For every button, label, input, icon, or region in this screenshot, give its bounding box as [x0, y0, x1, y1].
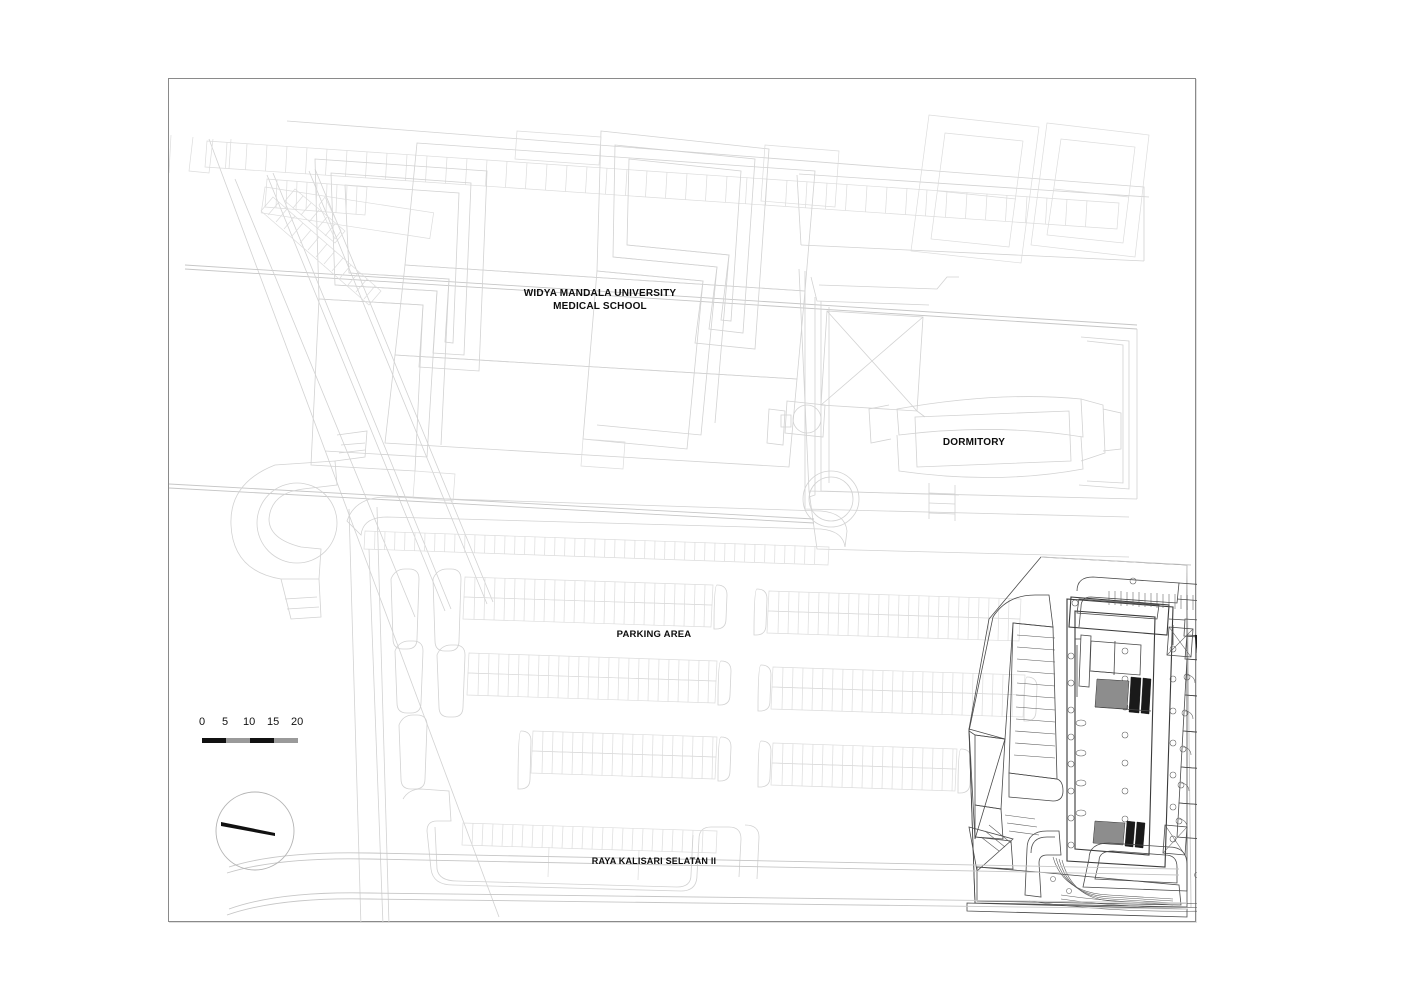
label-road-name: RAYA KALISARI SELATAN II	[591, 856, 717, 866]
angled-stall-hatch-left2	[284, 188, 346, 244]
north-arrow	[215, 791, 295, 871]
scale-segment-0	[202, 738, 226, 743]
label-parking-area: PARKING AREA	[616, 629, 692, 640]
hospital-complex	[966, 556, 1197, 918]
scale-tick-10: 10	[243, 716, 256, 728]
sport-courts	[910, 114, 1150, 264]
scale-segment-1	[226, 738, 250, 743]
north-arrow-circle	[215, 791, 295, 871]
scale-segment-2	[250, 738, 274, 743]
main-access-road-left	[234, 168, 494, 618]
label-medical-school-line2: MEDICAL SCHOOL	[553, 301, 647, 312]
label-medical-school-line1: WIDYA MANDALA UNIVERSITY	[523, 288, 677, 299]
drawing-frame-border: .l { fill:none; stroke:#dcdcdc; stroke-w…	[168, 78, 1197, 923]
scale-tick-0: 0	[199, 716, 206, 728]
scale-tick-5: 5	[222, 716, 229, 728]
dormitory-zone	[766, 271, 1130, 521]
scale-segment-3	[274, 738, 298, 743]
scale-tick-20: 20	[291, 716, 304, 728]
angled-stall-hatch-left	[260, 196, 382, 306]
stair-core-lower	[1092, 820, 1146, 849]
roundabouts	[230, 430, 860, 620]
elevator-shafts	[1162, 626, 1194, 856]
medical-school-buildings	[260, 130, 840, 502]
stair-core-upper	[1094, 676, 1152, 715]
north-arrow-needle	[221, 822, 275, 836]
label-dormitory: DORMITORY	[942, 437, 1006, 448]
scale-bar: 0 5 10 15 20	[199, 716, 319, 752]
scale-tick-15: 15	[267, 716, 280, 728]
top-parking-strip	[169, 134, 1120, 230]
site-boundary-lines	[169, 120, 1150, 918]
column-grid	[1067, 645, 1177, 849]
label-medical-school: WIDYA MANDALA UNIVERSITY MEDICAL SCHOOL	[455, 287, 745, 313]
interior-partitions	[1168, 618, 1197, 839]
site-plan-drawing: .l { fill:none; stroke:#dcdcdc; stroke-w…	[169, 114, 1197, 923]
road-raya-kalisari-selatan	[226, 852, 1188, 916]
parking-area-lot	[346, 496, 1038, 923]
